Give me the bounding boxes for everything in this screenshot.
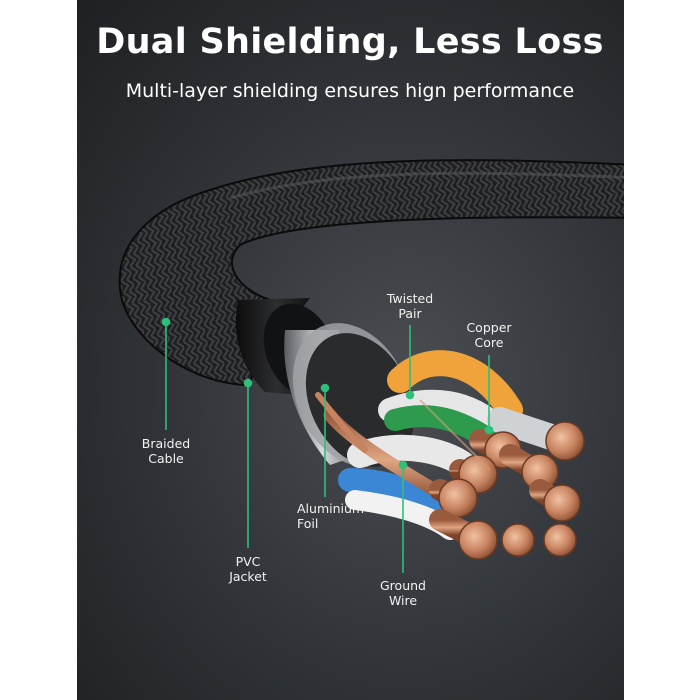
copper-cores [419,399,585,560]
label-braided-cable: Braided Cable [141,436,191,466]
page-title: Dual Shielding, Less Loss [96,22,604,62]
page-subtitle: Multi-layer shielding ensures hign perfo… [125,80,575,102]
label-ground-wire: Ground Wire [380,578,426,608]
label-copper-core: Copper Core [466,320,512,350]
label-aluminium-foil: Aluminium Foil [297,501,365,531]
label-pvc-jacket: PVC Jacket [229,554,267,584]
label-twisted-pair: Twisted Pair [386,291,434,321]
